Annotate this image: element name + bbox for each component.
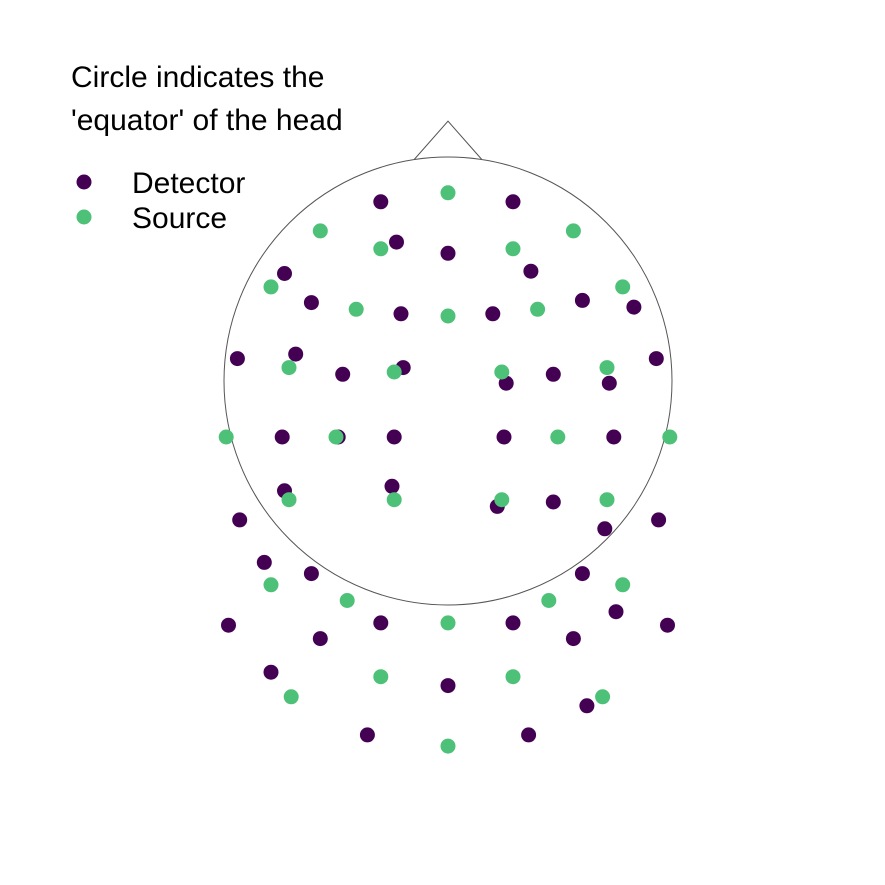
detector-point (440, 678, 456, 694)
source-point (281, 360, 297, 376)
detector-point (574, 292, 590, 308)
source-point (505, 669, 521, 685)
legend-label-source: Source (132, 202, 227, 235)
detector-point (505, 194, 521, 210)
detector-point (232, 512, 248, 528)
source-point (386, 492, 402, 508)
detector-point (579, 698, 595, 714)
source-point (373, 669, 389, 685)
detector-point (303, 566, 319, 582)
detector-point (373, 615, 389, 631)
detector-point (485, 306, 501, 322)
head-circle (223, 156, 673, 606)
source-point (599, 492, 615, 508)
source-point (565, 223, 581, 239)
source-point (494, 492, 510, 508)
nose-outline (414, 120, 482, 160)
detector-point (335, 366, 351, 382)
source-point (662, 429, 678, 445)
detector-point (303, 295, 319, 311)
detector-point (626, 299, 642, 315)
legend-label-detector: Detector (132, 167, 245, 200)
detector-point (521, 727, 537, 743)
detector-point (274, 429, 290, 445)
title-line-2: 'equator' of the head (71, 104, 343, 137)
detector-point (608, 604, 624, 620)
source-point (550, 429, 566, 445)
detector-point (545, 494, 561, 510)
detector-point (545, 366, 561, 382)
detector-point (386, 429, 402, 445)
source-point (505, 241, 521, 257)
detector-point (496, 429, 512, 445)
source-point (599, 360, 615, 376)
title-line-1: Circle indicates the (71, 61, 324, 94)
source-point (328, 429, 344, 445)
detector-point (384, 478, 400, 494)
detector-point (389, 234, 404, 250)
detector-point (597, 521, 613, 537)
sensor-points (218, 185, 678, 754)
source-point (263, 577, 279, 593)
source-point (530, 301, 546, 317)
legend-key-source (76, 209, 92, 225)
detector-point (651, 512, 667, 528)
source-point (440, 738, 456, 754)
detector-point (256, 554, 272, 570)
detector-point (312, 631, 328, 647)
source-point (595, 689, 611, 705)
source-point (312, 223, 328, 239)
source-point (386, 364, 402, 380)
source-point (440, 308, 456, 324)
legend-key-detector (76, 174, 92, 190)
detector-point (288, 346, 304, 362)
head-outline (223, 120, 673, 606)
source-point (373, 241, 389, 257)
detector-point (373, 194, 389, 210)
detector-point (601, 375, 617, 391)
source-point (281, 492, 297, 508)
detector-point (660, 617, 675, 633)
detector-point (263, 664, 279, 680)
detector-point (440, 245, 456, 261)
detector-point (393, 306, 409, 322)
source-point (283, 689, 299, 705)
chart-title: Circle indicates the 'equator' of the he… (71, 61, 343, 137)
source-point (263, 279, 279, 295)
detector-point (606, 429, 622, 445)
source-point (494, 364, 510, 380)
detector-point (574, 566, 590, 582)
detector-point (229, 351, 245, 367)
detector-point (565, 631, 581, 647)
detector-point (648, 351, 664, 367)
source-point (339, 593, 355, 608)
detector-point (277, 266, 292, 281)
detector-point (221, 617, 236, 633)
source-point (615, 577, 631, 593)
source-point (440, 185, 456, 201)
source-point (218, 429, 234, 445)
detector-point (359, 727, 375, 743)
source-point (440, 615, 456, 631)
source-point (348, 301, 364, 317)
detector-point (505, 615, 521, 631)
source-point (541, 593, 557, 608)
detector-point (523, 263, 539, 279)
source-point (615, 279, 631, 295)
